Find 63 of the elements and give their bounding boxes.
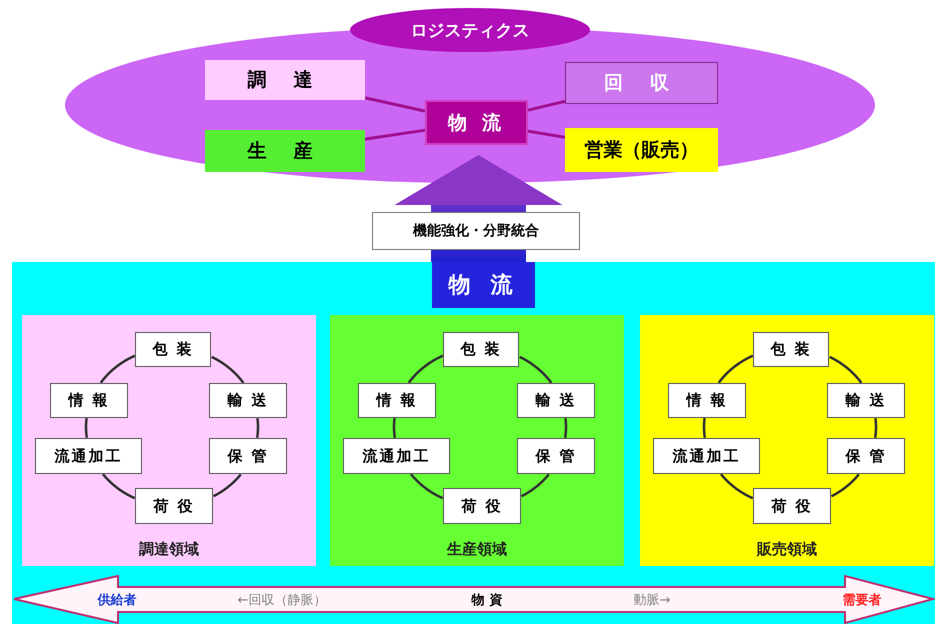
arrow-label: 供給者 [96, 592, 138, 610]
function-box: 保 管 [827, 438, 905, 474]
area-label: 販売領域 [756, 538, 818, 560]
double-arrow [12, 575, 935, 624]
logistics-ellipse [65, 8, 875, 184]
function-box: 流通加工 [35, 438, 142, 474]
area-panel [22, 315, 316, 566]
function-box: 保 管 [517, 438, 595, 474]
function-box: 輸 送 [517, 383, 595, 418]
connector-line [564, 418, 568, 438]
connector-line [408, 354, 444, 384]
category-box: 営業（販売） [565, 128, 718, 172]
connector-line [211, 356, 244, 384]
arrow-label: 物 資 [470, 592, 504, 610]
connector-line [519, 356, 552, 384]
hub-box: 物 流 [425, 100, 528, 145]
area-label: 生産領域 [446, 538, 508, 560]
heading-ellipse: ロジスティクス [350, 8, 590, 52]
function-box: 情 報 [668, 383, 746, 418]
function-box: 輸 送 [827, 383, 905, 418]
function-box: 荷 役 [135, 488, 213, 524]
arrow-label: 動脈→ [632, 592, 672, 610]
connector-line [364, 96, 426, 113]
connector-line [520, 474, 550, 498]
category-box: 生 産 [205, 130, 365, 172]
area-label: 調達領域 [138, 538, 200, 560]
connector-line [364, 128, 426, 141]
block-arrow [394, 155, 562, 262]
edge-label: 機能強化・分野統合 [372, 212, 580, 250]
connector-line [702, 417, 706, 438]
arrow-label: ←回収（静脈） [236, 592, 328, 610]
panel-heading: 物 流 [432, 262, 535, 308]
function-box: 包 装 [443, 332, 519, 367]
function-box: 流通加工 [653, 438, 760, 474]
category-box: 回 収 [565, 62, 718, 104]
connector-line [829, 356, 862, 384]
connector-line [102, 473, 136, 500]
connector-line [720, 473, 754, 500]
function-box: 包 装 [753, 332, 829, 367]
function-box: 輸 送 [209, 383, 287, 418]
connector-line [212, 474, 242, 498]
connector-line [410, 473, 444, 500]
function-box: 包 装 [135, 332, 211, 367]
function-box: 荷 役 [753, 488, 831, 524]
function-box: 保 管 [209, 438, 287, 474]
category-box: 調 達 [205, 60, 365, 100]
connector-line [830, 474, 860, 498]
connector-line [874, 418, 878, 438]
connector-line [256, 418, 260, 438]
function-box: 荷 役 [443, 488, 521, 524]
connector-line [718, 354, 754, 384]
connector-line [528, 130, 566, 139]
area-panel [330, 315, 624, 566]
connector-line [84, 417, 88, 438]
flow-panel [12, 262, 935, 624]
connector-line [528, 100, 566, 112]
connector-line [392, 417, 396, 438]
function-box: 情 報 [358, 383, 436, 418]
area-panel [640, 315, 934, 566]
arrow-label: 需要者 [842, 592, 882, 610]
connector-line [100, 354, 136, 384]
function-box: 流通加工 [343, 438, 450, 474]
function-box: 情 報 [50, 383, 128, 418]
